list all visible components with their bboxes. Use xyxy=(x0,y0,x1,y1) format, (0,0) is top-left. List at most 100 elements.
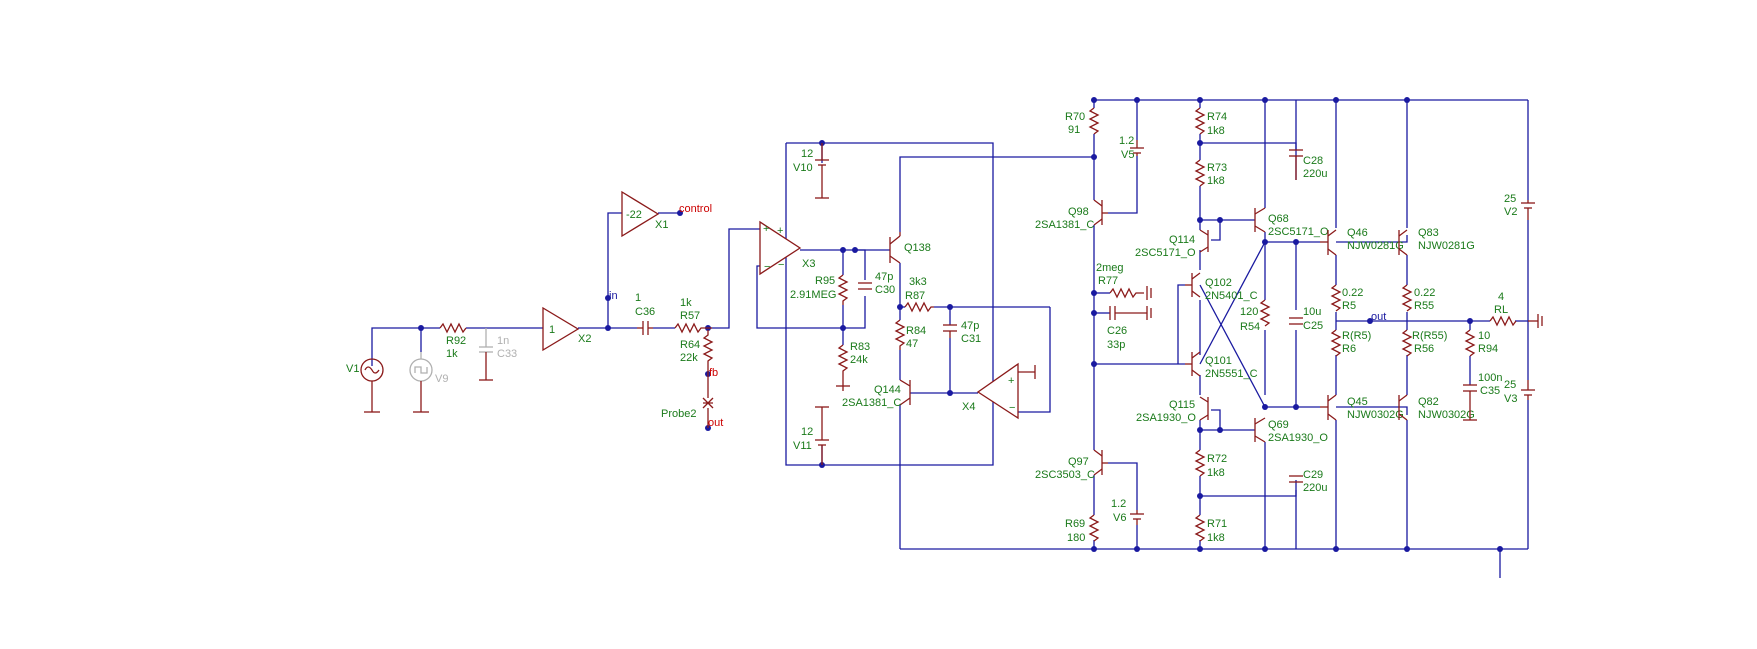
net-label-fb: fb xyxy=(709,367,718,379)
resistor-r87[interactable]: 3k3 R87 xyxy=(904,276,934,313)
svg-text:NJW0302G: NJW0302G xyxy=(1347,409,1404,421)
transistor-q82[interactable]: Q82 NJW0302G xyxy=(1398,394,1475,421)
svg-text:25: 25 xyxy=(1504,379,1516,391)
transistor-q101[interactable]: Q101 2N5551_C xyxy=(1185,351,1258,380)
svg-text:2SA1930_O: 2SA1930_O xyxy=(1268,432,1328,444)
resistor-r71[interactable]: R71 1k8 xyxy=(1194,514,1227,544)
svg-text:C31: C31 xyxy=(961,333,981,345)
resistor-r77[interactable]: 2meg R77 xyxy=(1096,262,1152,300)
transistor-q46[interactable]: Q46 NJW0281G xyxy=(1320,227,1404,256)
resistor-r92[interactable]: R92 1k xyxy=(439,322,467,360)
resistor-rl[interactable]: 4 RL xyxy=(1489,291,1543,328)
capacitor-c35[interactable]: 100n C35 xyxy=(1463,372,1502,421)
svg-text:1: 1 xyxy=(635,292,641,304)
capacitor-c30[interactable]: 47p C30 xyxy=(858,271,895,296)
svg-text:Probe2: Probe2 xyxy=(661,408,696,420)
svg-text:R71: R71 xyxy=(1207,518,1227,530)
transistor-q97[interactable]: Q97 2SC3503_C xyxy=(1035,449,1108,481)
transistor-q98[interactable]: Q98 2SA1381_C xyxy=(1035,199,1108,231)
source-v2[interactable]: 25 V2 xyxy=(1504,193,1535,220)
svg-text:Q83: Q83 xyxy=(1418,227,1439,239)
svg-text:Q114: Q114 xyxy=(1169,234,1195,246)
svg-text:1.2: 1.2 xyxy=(1111,498,1126,510)
svg-text:47p: 47p xyxy=(875,271,893,283)
transistor-q144[interactable]: Q144 2SA1381_C xyxy=(842,379,911,409)
transistor-q68[interactable]: Q68 2SC5171_O xyxy=(1254,207,1329,238)
transistor-q114[interactable]: Q114 2SC5171_O xyxy=(1135,229,1209,259)
resistor-r69[interactable]: R69 180 xyxy=(1065,514,1100,544)
svg-text:R5: R5 xyxy=(1342,300,1356,312)
source-v3[interactable]: 25 V3 xyxy=(1504,379,1535,405)
net-label-in: in xyxy=(609,290,618,302)
source-v1[interactable]: V1 xyxy=(346,358,384,413)
transistor-q115[interactable]: Q115 2SA1930_O xyxy=(1136,396,1209,424)
svg-text:12: 12 xyxy=(801,426,813,438)
svg-text:Q138: Q138 xyxy=(904,242,931,254)
source-v5[interactable]: 1.2 V5 xyxy=(1119,135,1144,161)
svg-text:Q68: Q68 xyxy=(1268,213,1289,225)
svg-text:2SC5171_O: 2SC5171_O xyxy=(1135,247,1196,259)
svg-text:R56: R56 xyxy=(1414,343,1434,355)
source-v10[interactable]: 12 V10 xyxy=(793,143,829,199)
resistor-r73[interactable]: R73 1k8 xyxy=(1194,159,1227,187)
wires xyxy=(371,99,1529,578)
buffer-x2[interactable]: 1 X2 xyxy=(542,306,591,352)
net-label-out-probe: out xyxy=(708,417,723,429)
svg-text:R74: R74 xyxy=(1207,111,1227,123)
svg-text:C25: C25 xyxy=(1303,320,1323,332)
resistor-r6[interactable]: R(R5) R6 xyxy=(1330,329,1371,357)
transistor-q45[interactable]: Q45 NJW0302G xyxy=(1320,394,1404,421)
source-v11[interactable]: 12 V11 xyxy=(793,406,829,465)
resistor-r95[interactable]: R95 2.91MEG xyxy=(790,274,849,305)
capacitor-c36[interactable]: 1 C36 xyxy=(635,292,655,335)
amplifier-x1[interactable]: -22 X1 xyxy=(621,190,668,238)
svg-text:C36: C36 xyxy=(635,306,655,318)
resistor-r5[interactable]: 0.22 R5 xyxy=(1330,284,1363,312)
resistor-r94[interactable]: 10 R94 xyxy=(1464,329,1498,357)
resistor-r55[interactable]: 0.22 R55 xyxy=(1401,284,1435,312)
svg-text:R(R55): R(R55) xyxy=(1412,330,1447,342)
svg-text:R92: R92 xyxy=(446,335,466,347)
capacitor-c31[interactable]: 47p C31 xyxy=(943,320,981,345)
svg-text:R70: R70 xyxy=(1065,111,1085,123)
resistor-r83[interactable]: R83 24k xyxy=(836,341,870,391)
svg-text:12: 12 xyxy=(801,148,813,160)
svg-text:0.22: 0.22 xyxy=(1414,287,1435,299)
resistor-r64[interactable]: R64 22k xyxy=(680,330,714,374)
svg-text:NJW0281G: NJW0281G xyxy=(1347,240,1404,252)
junctions xyxy=(418,97,1503,552)
opamp-x4[interactable]: + − X4 xyxy=(962,362,1036,420)
transistor-q102[interactable]: Q102 2N5401_C xyxy=(1185,272,1258,302)
transistor-q83[interactable]: Q83 NJW0281G xyxy=(1398,227,1475,256)
svg-text:R77: R77 xyxy=(1098,275,1118,287)
svg-text:10u: 10u xyxy=(1303,306,1321,318)
svg-text:R87: R87 xyxy=(905,290,925,302)
resistor-r56[interactable]: R(R55) R56 xyxy=(1401,329,1447,357)
svg-text:22k: 22k xyxy=(680,352,698,364)
resistor-r84[interactable]: R84 47 xyxy=(894,319,926,350)
svg-text:−: − xyxy=(778,259,784,271)
resistor-r57[interactable]: 1k R57 xyxy=(674,297,712,334)
transistor-q138[interactable]: Q138 xyxy=(889,232,931,264)
capacitor-c26[interactable]: C26 33p xyxy=(1107,306,1152,351)
capacitor-c29[interactable]: C29 220u xyxy=(1289,469,1327,494)
svg-text:2SA1930_O: 2SA1930_O xyxy=(1136,412,1196,424)
resistor-r70[interactable]: R70 91 xyxy=(1065,107,1100,136)
svg-text:R55: R55 xyxy=(1414,300,1434,312)
resistor-r72[interactable]: R72 1k8 xyxy=(1194,449,1227,479)
source-v9-disabled[interactable]: V9 xyxy=(409,352,448,413)
svg-text:NJW0302G: NJW0302G xyxy=(1418,409,1475,421)
capacitor-c33-disabled[interactable]: 1n C33 xyxy=(479,328,517,381)
source-v6[interactable]: 1.2 V6 xyxy=(1111,498,1144,525)
capacitor-c28[interactable]: C28 220u xyxy=(1289,149,1327,180)
resistor-r74[interactable]: R74 1k8 xyxy=(1194,107,1227,137)
opamp-x3[interactable]: + − + − X3 xyxy=(759,220,815,276)
probe2[interactable]: Probe2 xyxy=(661,374,714,428)
svg-text:Q69: Q69 xyxy=(1268,419,1289,431)
svg-text:V2: V2 xyxy=(1504,206,1517,218)
svg-text:1k8: 1k8 xyxy=(1207,175,1225,187)
resistor-r54[interactable]: 120 R54 xyxy=(1240,299,1271,333)
capacitor-c25[interactable]: 10u C25 xyxy=(1289,306,1323,332)
transistor-q69[interactable]: Q69 2SA1930_O xyxy=(1254,417,1328,444)
svg-text:X4: X4 xyxy=(962,401,975,413)
